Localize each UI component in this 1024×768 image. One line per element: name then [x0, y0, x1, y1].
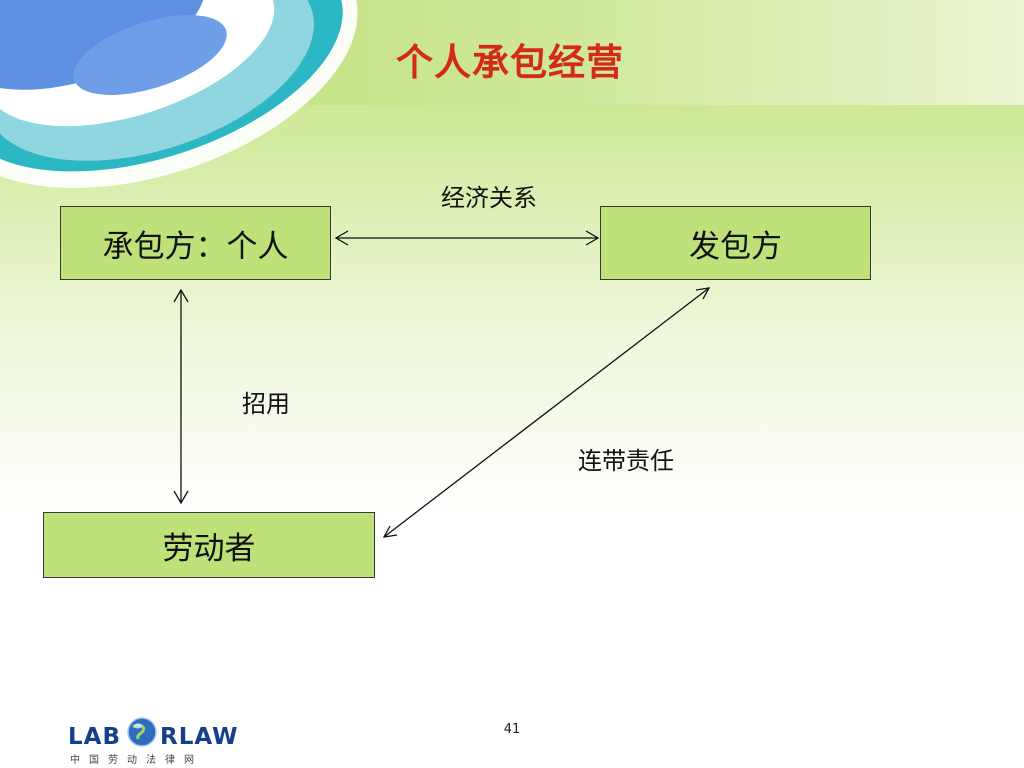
laborlaw-logo: LAB RLAW 中国劳动法律网: [66, 714, 256, 766]
globe-icon: [127, 717, 157, 747]
node-worker: 劳动者: [43, 512, 375, 578]
page-number: 41: [503, 722, 521, 737]
node-contractor: 承包方：个人: [60, 206, 331, 280]
arrow-economic-relation: [334, 230, 600, 246]
node-issuer: 发包方: [600, 206, 871, 280]
corner-swirl-decoration: [0, 0, 358, 188]
slide-title: 个人承包经营: [396, 41, 624, 84]
label-joint-liability: 连带责任: [578, 447, 674, 475]
arrow-hire: [173, 288, 189, 505]
label-economic-relation: 经济关系: [441, 184, 537, 212]
logo-text-left: LAB: [68, 724, 121, 750]
arrow-joint-liability: [382, 287, 711, 538]
logo-text-right: RLAW: [160, 724, 239, 750]
label-hire: 招用: [242, 390, 290, 418]
logo-subtitle: 中国劳动法律网: [70, 755, 203, 766]
